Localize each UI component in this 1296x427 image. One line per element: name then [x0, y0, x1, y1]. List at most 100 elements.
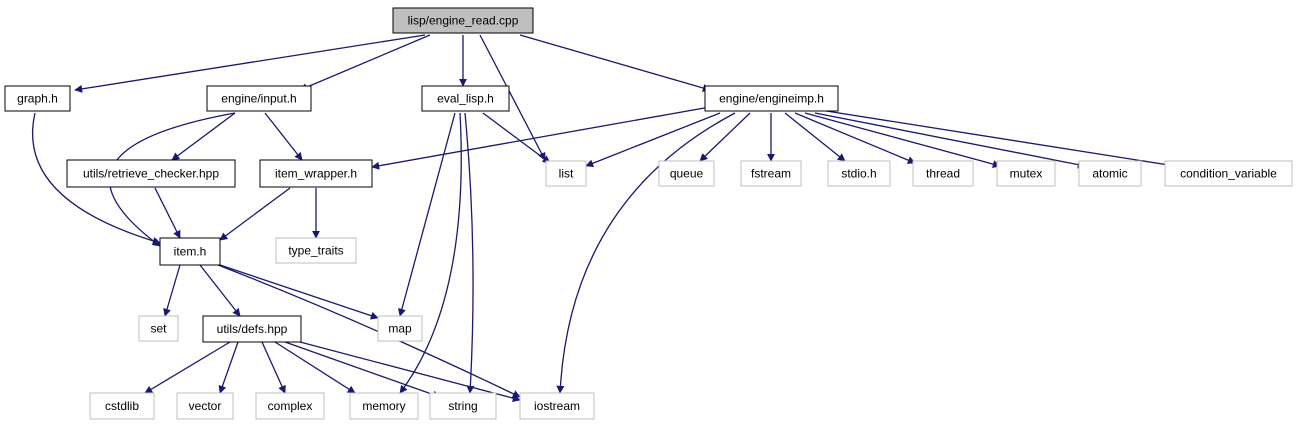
node-box	[202, 315, 302, 343]
edge-item-h-to-map	[219, 264, 379, 320]
edge-engine-engineimp-h-to-queue	[699, 112, 751, 162]
edge-item-wrapper-h-to-item-h	[219, 187, 291, 241]
edge-utils-defs-hpp-to-complex	[261, 341, 286, 394]
node-utils-defs-hpp[interactable]: utils/defs.hpp	[202, 315, 302, 343]
edge-root-to-engine-input-h	[299, 34, 431, 91]
node-eval-lisp-h[interactable]: eval_lisp.h	[421, 85, 510, 112]
node-condition-variable: condition_variable	[1164, 160, 1293, 187]
node-box	[1164, 160, 1293, 187]
edge-graph-h-to-item-h	[31, 112, 161, 245]
node-list: list	[545, 160, 587, 187]
edge-eval-lisp-h-to-string	[464, 112, 475, 394]
node-iostream: iostream	[519, 392, 595, 420]
node-label: map	[388, 322, 412, 336]
node-label: atomic	[1092, 167, 1127, 181]
node-label: engine/input.h	[221, 92, 296, 106]
node-stdio-h: stdio.h	[827, 160, 891, 187]
node-label: vector	[189, 399, 222, 413]
node-type-traits: type_traits	[275, 237, 357, 264]
node-cstdlib: cstdlib	[89, 392, 155, 420]
node-vector: vector	[176, 392, 234, 420]
node-box	[275, 237, 357, 264]
node-label: complex	[268, 399, 313, 413]
node-label: graph.h	[17, 92, 58, 106]
node-label: fstream	[751, 167, 791, 181]
edge-utils-defs-hpp-to-cstdlib	[144, 341, 231, 394]
edge-root-to-graph-h	[74, 34, 426, 93]
node-mutex: mutex	[996, 160, 1056, 187]
node-label: iostream	[534, 399, 580, 413]
edge-eval-lisp-h-to-memory	[399, 112, 462, 394]
node-label: string	[448, 399, 477, 413]
node-item-wrapper-h[interactable]: item_wrapper.h	[259, 159, 373, 188]
node-queue: queue	[658, 160, 715, 187]
node-box	[259, 159, 373, 188]
node-box	[349, 392, 419, 420]
edge-item-h-to-iostream	[217, 264, 521, 398]
edge-root-to-list	[479, 34, 546, 161]
node-item-h[interactable]: item.h	[159, 237, 221, 266]
node-label: list	[559, 167, 574, 181]
node-box	[827, 160, 891, 187]
edge-item-h-to-set	[163, 264, 181, 317]
node-box	[658, 160, 715, 187]
node-label: memory	[362, 399, 405, 413]
node-root: lisp/engine_read.cpp	[392, 7, 534, 34]
node-utils-retrieve-checker-hpp[interactable]: utils/retrieve_checker.hpp	[66, 159, 236, 188]
node-label: lisp/engine_read.cpp	[408, 14, 519, 28]
edge-utils-defs-hpp-to-iostream	[299, 341, 521, 403]
node-atomic: atomic	[1078, 160, 1142, 187]
edge-item-h-to-utils-defs-hpp	[199, 264, 241, 317]
node-box	[176, 392, 234, 420]
edge-utils-defs-hpp-to-string	[284, 341, 441, 399]
edge-utils-retrieve-checker-hpp-to-item-h	[154, 187, 181, 239]
edge-engine-engineimp-h-to-atomic	[814, 112, 1086, 169]
edge-engine-input-h-to-item-wrapper-h	[264, 112, 303, 161]
node-box	[519, 392, 595, 420]
node-thread: thread	[912, 160, 974, 187]
edge-engine-engineimp-h-to-iostream	[556, 112, 736, 394]
edge-eval-lisp-h-to-map	[398, 112, 456, 317]
node-box	[206, 85, 312, 112]
node-label: mutex	[1010, 167, 1043, 181]
node-graph-h[interactable]: graph.h	[4, 85, 71, 112]
node-box	[392, 7, 534, 34]
node-box	[138, 315, 179, 342]
node-box	[1078, 160, 1142, 187]
edge-engine-engineimp-h-to-mutex	[804, 112, 1001, 168]
node-box	[89, 392, 155, 420]
node-complex: complex	[255, 392, 325, 420]
node-label: item_wrapper.h	[275, 167, 357, 181]
node-box	[429, 392, 497, 420]
edge-engine-engineimp-h-to-list	[585, 112, 721, 168]
node-engine-input-h[interactable]: engine/input.h	[206, 85, 312, 112]
node-box	[421, 85, 510, 112]
edge-engine-engineimp-h-to-stdio-h	[784, 112, 846, 162]
edge-engine-engineimp-h-to-condition-variable	[819, 109, 1176, 169]
node-engine-engineimp-h[interactable]: engine/engineimp.h	[704, 85, 839, 112]
node-box	[4, 85, 71, 112]
node-label: cstdlib	[105, 399, 139, 413]
edge-utils-defs-hpp-to-memory	[274, 341, 356, 394]
node-label: utils/retrieve_checker.hpp	[83, 167, 219, 181]
node-label: utils/defs.hpp	[217, 322, 288, 336]
node-box	[545, 160, 587, 187]
node-box	[740, 160, 802, 187]
node-label: set	[150, 322, 167, 336]
file-nodes: lisp/engine_read.cpp graph.h engine/input.…	[4, 7, 1293, 420]
node-map: map	[377, 315, 423, 342]
node-box	[66, 159, 236, 188]
edge-root-to-engine-engineimp-h	[519, 34, 711, 92]
node-label: queue	[670, 167, 704, 181]
edge-engine-input-h-to-utils-retrieve-checker-hpp	[171, 112, 236, 161]
node-box	[377, 315, 423, 342]
node-box	[255, 392, 325, 420]
edge-engine-engineimp-h-to-thread	[794, 112, 916, 164]
node-fstream: fstream	[740, 160, 802, 187]
node-box	[912, 160, 974, 187]
edge-engine-engineimp-h-to-item-wrapper-h	[371, 106, 711, 170]
node-label: engine/engineimp.h	[719, 92, 824, 106]
node-label: eval_lisp.h	[437, 92, 494, 106]
node-box	[996, 160, 1056, 187]
